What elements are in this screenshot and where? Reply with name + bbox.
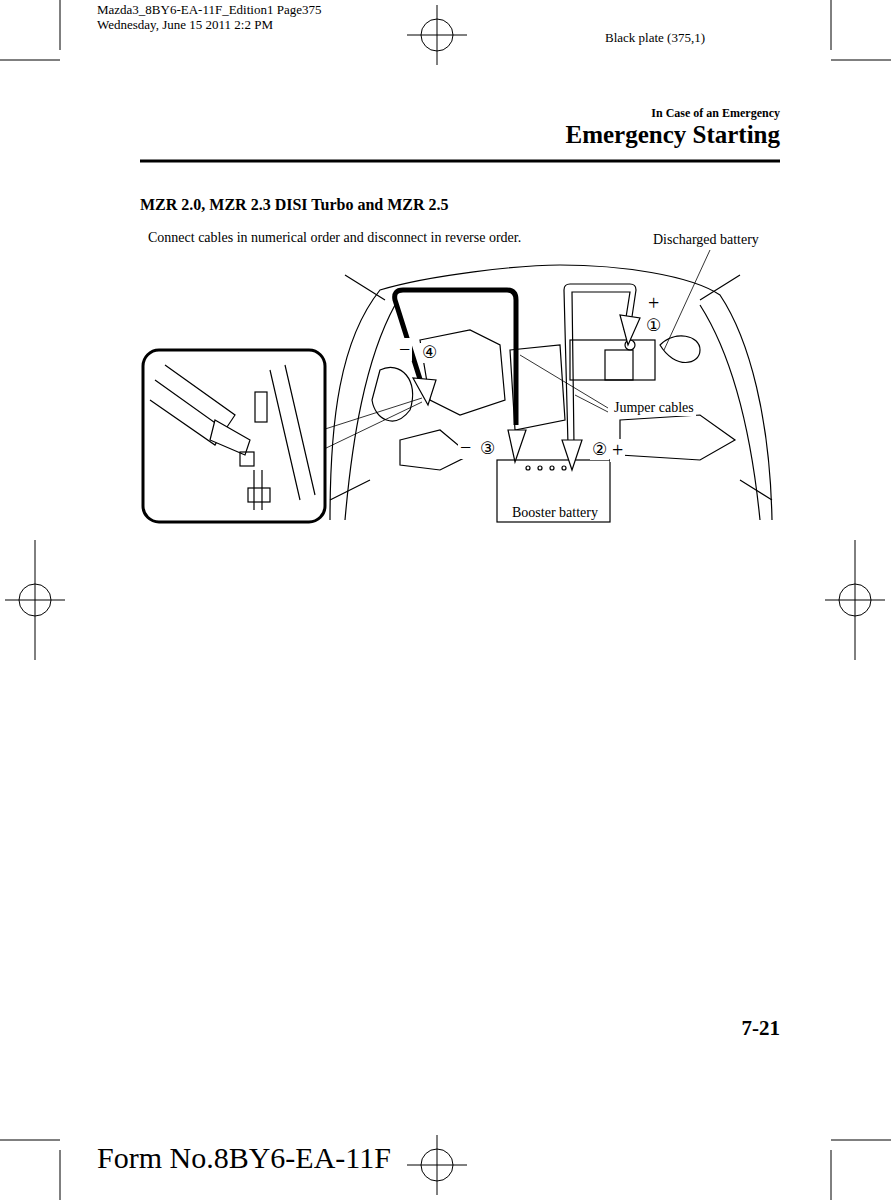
part-label: Jumper cables [612,400,696,416]
print-slug: Wednesday, June 15 2011 2:2 PM [97,18,273,33]
callout-number: ② [590,440,609,460]
part-label: Discharged battery [651,232,761,248]
instruction-note: Connect cables in numerical order and di… [148,230,521,246]
section-heading: In Case of an Emergency [651,107,780,121]
polarity-sign: − [397,338,412,361]
print-slug: Mazda3_8BY6-EA-11F_Edition1 Page375 [97,3,321,18]
part-label: Booster battery [510,505,600,521]
callout-number: ③ [478,439,497,459]
callout-number: ① [644,316,663,336]
polarity-sign: − [458,436,473,459]
page-number: 7-21 [742,1016,781,1040]
polarity-sign: + [646,292,661,315]
engine-heading: MZR 2.0, MZR 2.3 DISI Turbo and MZR 2.5 [140,196,449,214]
callout-number: ④ [420,343,439,363]
print-slug: Black plate (375,1) [605,31,705,46]
form-number: Form No.8BY6-EA-11F [97,1141,391,1176]
polarity-sign: + [610,439,625,462]
page-title: Emergency Starting [565,121,780,150]
